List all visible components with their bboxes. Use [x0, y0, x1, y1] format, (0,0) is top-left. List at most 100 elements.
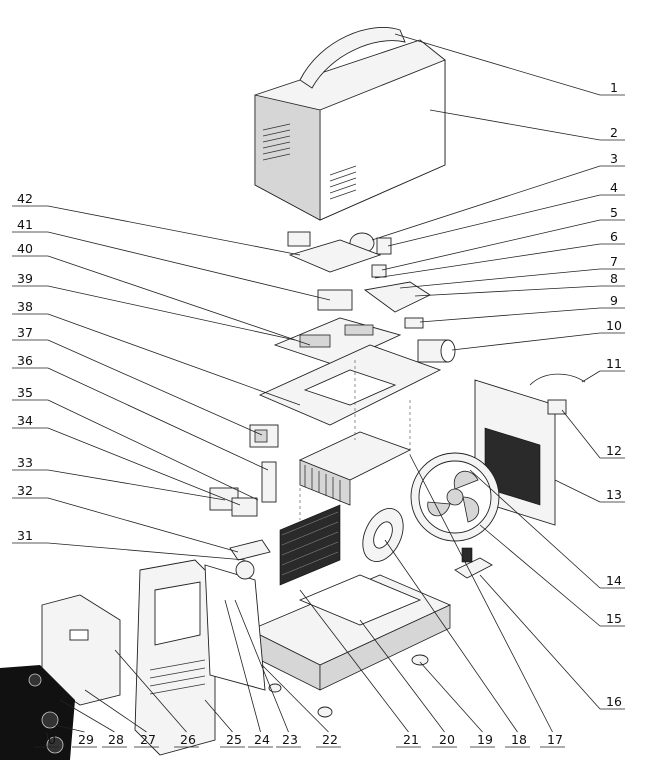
alignment-lines — [299, 360, 411, 520]
leader-line-40 — [47, 255, 311, 346]
cable-switch-part — [529, 373, 586, 415]
leader-line-36 — [47, 367, 269, 471]
leader-line-12 — [561, 409, 601, 459]
leader-line-31 — [47, 542, 246, 561]
feet-part — [268, 654, 429, 718]
callout-17: 17 — [547, 732, 563, 747]
callout-36: 36 — [17, 353, 33, 368]
callout-2: 2 — [610, 125, 618, 140]
leader-line-27 — [84, 689, 147, 733]
callout-5: 5 — [610, 205, 618, 220]
leader-line-29 — [54, 724, 85, 733]
callout-labels: 1234567891011121314151617181920212223242… — [17, 80, 622, 747]
toroid-coil-part — [362, 508, 404, 562]
leader-line-32 — [47, 497, 239, 553]
callout-35: 35 — [17, 385, 33, 400]
knob-part — [0, 665, 75, 760]
callout-15: 15 — [606, 611, 622, 626]
callout-13: 13 — [606, 487, 622, 502]
leader-line-33 — [47, 469, 226, 501]
callout-8: 8 — [610, 271, 618, 286]
callout-37: 37 — [17, 325, 33, 340]
leader-line-22 — [261, 664, 329, 733]
leader-line-38 — [47, 313, 301, 406]
callout-14: 14 — [606, 573, 622, 588]
callout-6: 6 — [610, 229, 618, 244]
callout-28: 28 — [108, 732, 124, 747]
leader-line-21 — [299, 589, 409, 733]
callout-31: 31 — [17, 528, 33, 543]
callout-29: 29 — [78, 732, 94, 747]
callout-16: 16 — [606, 694, 622, 709]
callout-32: 32 — [17, 483, 33, 498]
leader-line-1 — [394, 33, 601, 96]
transformer-fins-part — [279, 504, 341, 586]
leader-line-3 — [371, 165, 601, 241]
leader-line-5 — [381, 219, 601, 271]
callout-40: 40 — [17, 241, 33, 256]
callout-4: 4 — [610, 180, 618, 195]
front-bezel-part — [134, 559, 216, 756]
callout-21: 21 — [403, 732, 419, 747]
side-components — [209, 424, 279, 580]
leader-line-37 — [47, 339, 263, 436]
callout-9: 9 — [610, 293, 618, 308]
leader-line-20 — [359, 619, 445, 733]
callout-34: 34 — [17, 413, 33, 428]
callout-19: 19 — [477, 732, 493, 747]
callout-10: 10 — [606, 318, 622, 333]
callout-12: 12 — [606, 443, 622, 458]
leader-line-42 — [47, 205, 301, 256]
leader-line-30 — [46, 731, 49, 741]
callout-30: 30 — [40, 732, 56, 747]
leader-lines — [12, 33, 625, 748]
leader-line-16 — [479, 574, 601, 710]
callout-3: 3 — [610, 151, 618, 166]
leader-line-8 — [414, 285, 601, 297]
parts-drawing — [0, 27, 586, 760]
callout-39: 39 — [17, 271, 33, 286]
leader-line-41 — [47, 231, 331, 301]
leader-line-4 — [387, 194, 601, 247]
callout-25: 25 — [226, 732, 242, 747]
inner-frame-part — [204, 564, 266, 691]
callout-41: 41 — [17, 217, 33, 232]
callout-23: 23 — [282, 732, 298, 747]
leader-line-6 — [374, 243, 601, 279]
callout-26: 26 — [180, 732, 196, 747]
leader-line-9 — [419, 307, 601, 323]
callout-27: 27 — [140, 732, 156, 747]
leader-line-18 — [384, 539, 518, 733]
callout-20: 20 — [439, 732, 455, 747]
leader-line-13 — [554, 479, 601, 503]
callout-38: 38 — [17, 299, 33, 314]
leader-line-24 — [224, 599, 261, 733]
callout-24: 24 — [254, 732, 270, 747]
callout-22: 22 — [322, 732, 338, 747]
callout-42: 42 — [17, 191, 33, 206]
leader-line-19 — [419, 661, 483, 733]
top-plate-part — [258, 344, 442, 426]
heatsink-part — [298, 431, 412, 506]
callout-7: 7 — [610, 254, 618, 269]
leader-line-15 — [479, 524, 601, 627]
leader-line-7 — [399, 268, 601, 289]
callout-18: 18 — [511, 732, 527, 747]
callout-11: 11 — [606, 356, 622, 371]
leader-line-2 — [429, 109, 601, 141]
base-part — [248, 574, 452, 691]
leader-line-11 — [581, 370, 601, 383]
callout-1: 1 — [610, 80, 618, 95]
leader-line-34 — [47, 427, 241, 506]
leader-line-10 — [451, 332, 601, 351]
leader-line-28 — [59, 699, 115, 733]
leader-line-23 — [234, 599, 289, 733]
leader-line-39 — [47, 285, 296, 341]
rectifier-part — [454, 547, 493, 579]
leader-line-14 — [469, 469, 601, 589]
leader-line-17 — [409, 454, 553, 733]
capacitor-part — [417, 339, 456, 363]
callout-33: 33 — [17, 455, 33, 470]
leader-line-26 — [114, 649, 187, 733]
